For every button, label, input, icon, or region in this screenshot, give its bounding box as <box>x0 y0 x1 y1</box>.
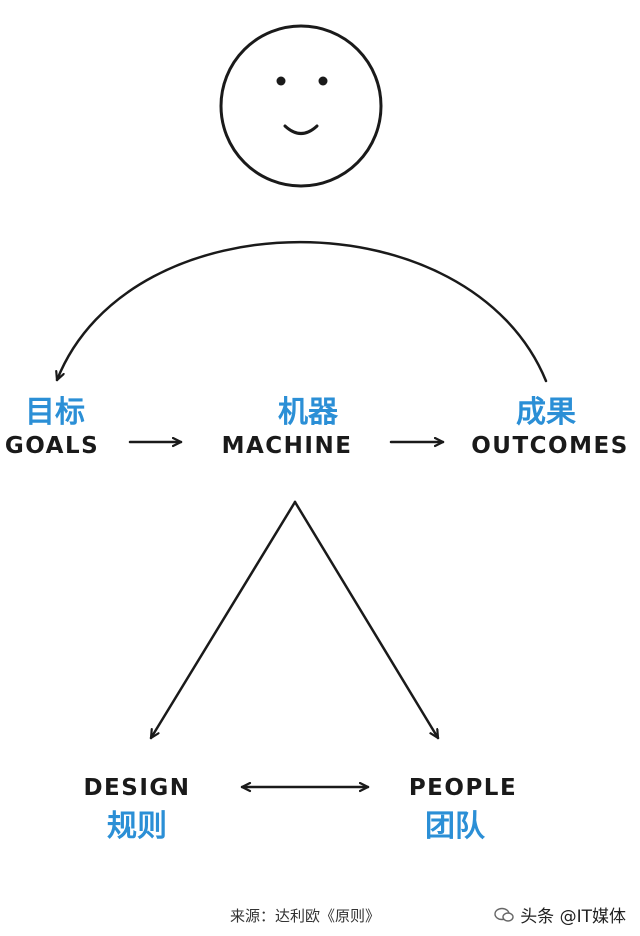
outcomes-label-zh: 成果 <box>516 395 576 430</box>
face-outline <box>219 24 383 188</box>
goals-label-zh: 目标 <box>25 395 85 430</box>
design-label-en: DESIGN <box>83 775 191 801</box>
smile <box>283 124 319 135</box>
goals-label-en: GOALS <box>4 433 100 459</box>
right-eye <box>318 76 328 86</box>
smiley-face-icon <box>219 24 383 188</box>
watermark-text: 头条 @IT媒体 <box>520 907 626 927</box>
machine-to-people-arrow <box>293 500 440 740</box>
outcomes-label-en: OUTCOMES <box>471 433 629 459</box>
source-caption: 来源：达利欧《原则》 <box>229 907 381 925</box>
machine-label-zh: 机器 <box>278 395 338 430</box>
machine-to-design-arrow <box>149 500 297 740</box>
people-label-zh: 团队 <box>425 809 485 844</box>
people-label-en: PEOPLE <box>408 775 518 801</box>
machine-label-en: MACHINE <box>221 433 353 459</box>
design-label-zh: 规则 <box>107 809 167 844</box>
left-eye <box>276 76 286 86</box>
watermark: 头条 @IT媒体 <box>494 902 626 927</box>
feedback-arc-arrow <box>57 240 548 383</box>
chat-bubble-icon <box>494 907 514 922</box>
